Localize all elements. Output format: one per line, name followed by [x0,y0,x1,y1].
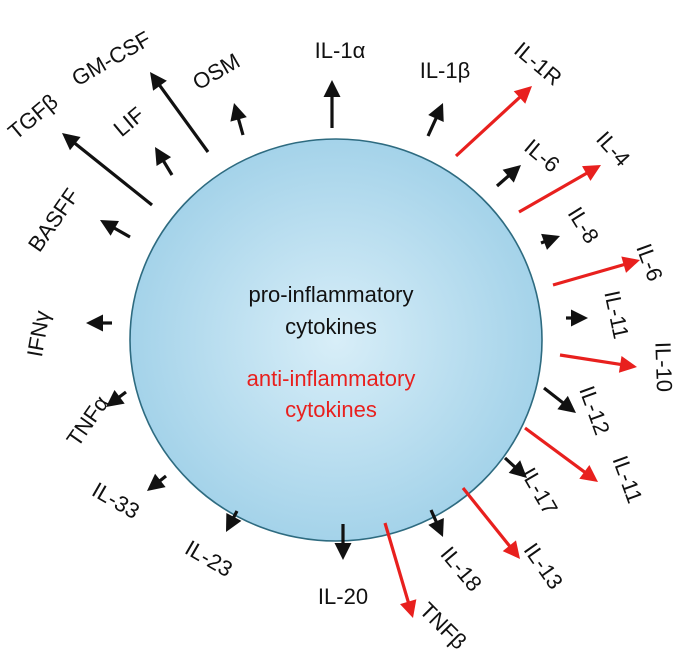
arrow-shaft [426,115,439,137]
arrow-shaft [461,486,512,549]
arrow-head [557,395,576,413]
cytokine-arrow-pro: IL-20 [318,524,368,609]
arrow-head [323,80,341,97]
cytokine-label: IL-11 [608,452,648,506]
cytokine-arrow-pro: IL-1β [420,58,471,137]
arrow-head [334,543,352,560]
cytokine-label: TNFβ [415,597,472,654]
cytokine-label: BASFF [23,184,84,256]
arrow-head [508,460,527,478]
cytokine-label: IL-4 [591,126,635,171]
anti-inflammatory-label-line2: cytokines [285,397,377,422]
arrow-head [621,256,640,273]
arrow-head [571,309,588,327]
arrow-shaft [559,353,623,367]
arrow-head [513,86,532,104]
arrow-shaft [72,141,153,207]
cytokine-label: TNFα [61,391,113,451]
cytokine-label: IL-23 [181,535,237,582]
cytokine-label: IL-17 [516,463,563,519]
cytokine-label: IL-1α [315,38,366,63]
arrow-head [86,314,103,332]
cytokine-label: IL-12 [574,383,615,439]
arrow-shaft [161,158,174,176]
cytokine-arrow-pro: IL-8 [540,202,604,250]
anti-inflammatory-label-line1: anti-inflammatory [247,366,416,391]
cytokine-arrow-pro: GM-CSF [67,26,210,153]
arrow-shaft [112,226,131,239]
arrow-shaft [524,426,587,475]
arrow-head [62,133,81,151]
pro-inflammatory-label-line1: pro-inflammatory [248,282,413,307]
arrow-shaft [383,522,411,605]
arrow-head [155,147,172,166]
cytokine-arrow-anti: IL-10 [559,341,677,392]
cytokine-arrow-pro: IL-1α [315,38,366,128]
cytokine-arrow-pro: IL-33 [88,473,167,524]
arrow-head [106,390,125,407]
cytokine-label: IL-6 [520,134,565,178]
cytokine-label: IL-13 [519,538,568,593]
cytokine-label: IL-10 [650,341,677,392]
arrow-head [618,355,637,373]
arrow-head [150,72,167,91]
cytokine-arrow-anti: IL-6 [552,240,668,287]
arrow-shaft [236,117,245,136]
cell-body [129,138,543,542]
arrow-head [230,103,247,122]
cytokine-arrow-pro: IL-11 [566,288,634,341]
cytokine-label: IL-18 [436,542,487,596]
cytokine-label: LIF [109,102,149,142]
cytokine-arrow-pro: IL-18 [428,509,487,596]
cytokine-arrow-anti: TNFβ [383,522,472,654]
arrow-shaft [543,386,566,406]
cytokine-arrow-anti: IL-1R [454,37,567,158]
cytokine-arrow-pro: IFNγ [22,309,112,359]
arrow-head [100,220,119,236]
cytokine-label: IL-1R [509,37,566,91]
arrow-shaft [429,509,439,524]
cytokine-label: IL-6 [631,240,667,284]
cytokine-label: OSM [188,48,244,95]
cytokine-label: TGFβ [3,89,62,145]
cytokine-label: IL-33 [88,477,144,524]
arrow-head [502,165,521,183]
cytokine-arrow-pro: IL-17 [503,456,563,519]
arrow-shaft [518,171,589,214]
cytokine-arrow-pro: IL-6 [495,134,565,188]
cytokine-arrow-pro: LIF [109,102,174,176]
cytokine-label: GM-CSF [67,26,155,91]
arrow-head [502,540,520,559]
arrow-head [400,599,417,618]
arrow-head [541,233,560,250]
arrow-head [582,165,601,181]
cytokine-arrow-pro: BASFF [23,184,131,256]
arrow-head [147,473,166,491]
arrow-shaft [503,456,517,470]
cytokine-label: IL-11 [599,288,634,341]
cytokine-arrow-pro: TNFα [61,390,127,451]
arrow-head [428,518,444,537]
arrow-shaft [157,83,210,153]
cytokine-arrow-pro: OSM [188,48,247,136]
cytokine-label: IL-1β [420,58,471,83]
cytokine-label: IL-20 [318,584,368,609]
pro-inflammatory-label-line2: cytokines [285,314,377,339]
arrow-head [226,512,242,532]
arrow-shaft [495,173,511,188]
cytokine-label: IL-8 [563,202,604,247]
arrow-shaft [454,94,523,158]
arrow-head [579,465,598,482]
cytokine-arrow-pro: IL-23 [181,510,242,582]
arrow-shaft [552,262,627,287]
cytokine-arrow-pro: IL-12 [543,383,615,439]
cytokine-label: IFNγ [22,309,55,359]
arrow-head [428,103,444,122]
